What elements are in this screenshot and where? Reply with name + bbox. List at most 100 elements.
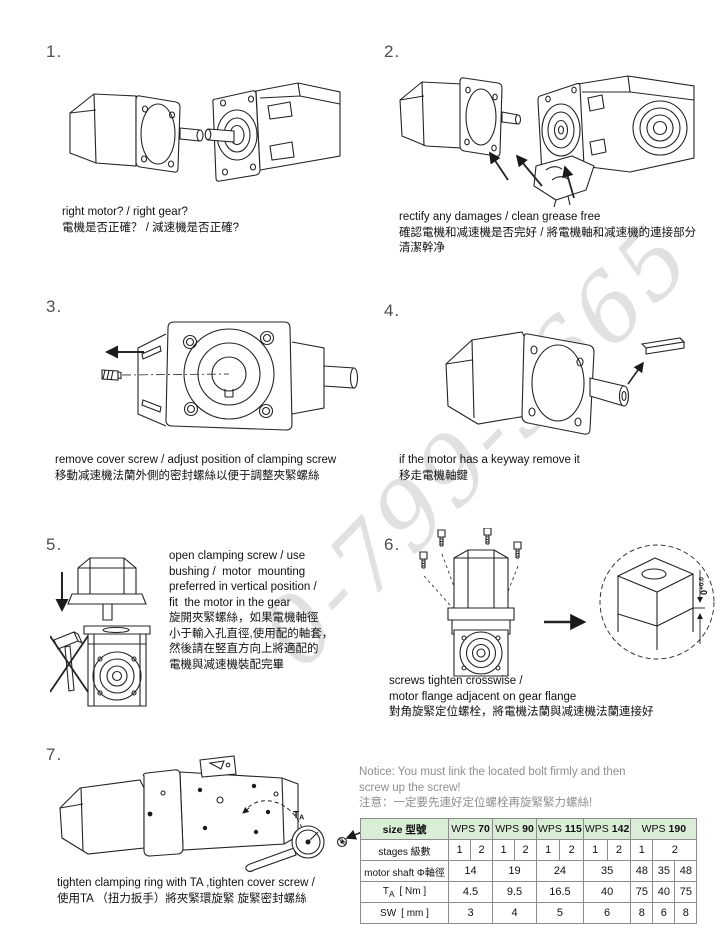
table-cell: 75 bbox=[630, 881, 654, 903]
gearbox-illustration bbox=[204, 82, 341, 182]
caption-line: right motor? / right gear? bbox=[62, 206, 188, 218]
torque-label: TA bbox=[293, 810, 304, 822]
table-cell: 4.5 bbox=[448, 881, 493, 903]
table-cell: 5 bbox=[536, 902, 584, 924]
mounting-screws bbox=[419, 528, 522, 615]
row-label: motor shaft Φ軸徑 bbox=[360, 860, 449, 882]
caption-line: 確認電機和减速機是否完好 / 將電機軸和减速機的連接部分 bbox=[399, 226, 697, 239]
notice-line: 注意：一定要先連好定位螺栓再旋緊緊力螺絲! bbox=[359, 797, 593, 809]
table-cell: 16.5 bbox=[536, 881, 584, 903]
caption-line: 移動减速機法蘭外側的密封螺絲以便于調整夾緊螺絲 bbox=[55, 469, 320, 482]
table-cell: 14 bbox=[448, 860, 493, 882]
table-cell: 48 bbox=[630, 860, 654, 882]
cleaning-hand-cloth bbox=[533, 155, 595, 208]
table-cell: 2 bbox=[559, 839, 584, 861]
table-cell: 40 bbox=[652, 881, 676, 903]
table-cell: 8 bbox=[630, 902, 654, 924]
step-4-illustration bbox=[445, 331, 686, 435]
motor-illustration bbox=[67, 557, 147, 621]
step-3-number: 3. bbox=[46, 297, 63, 316]
caption-line: motor flange adjacent on gear flange bbox=[389, 690, 577, 703]
right-angle-gearbox-illustration bbox=[537, 75, 695, 179]
torque-wrench: TA bbox=[242, 800, 325, 873]
arrow-icon bbox=[489, 151, 575, 199]
caption-line: bushing / motor mounting bbox=[169, 565, 306, 578]
step-1-caption: right motor? / right gear? 電機是否正確？ / 減速機… bbox=[62, 205, 239, 236]
caption-line: 小于輸入孔直徑,使用配的軸套， bbox=[169, 627, 334, 640]
arrow-icon bbox=[627, 361, 644, 385]
table-row-stages: stages 級數 1 2 1 2 1 2 1 2 1 2 bbox=[360, 839, 698, 861]
step-3-caption: remove cover screw / adjust position of … bbox=[55, 453, 336, 484]
caption-line: screws tighten crosswise / bbox=[389, 675, 523, 687]
vertical-assembly bbox=[447, 549, 515, 677]
table-cell: 3 bbox=[448, 902, 493, 924]
caption-line: 電機是否正確？ / 減速機是否正確? bbox=[62, 221, 239, 234]
table-cell: 19 bbox=[492, 860, 537, 882]
motor-illustration bbox=[69, 93, 204, 173]
caption-line: remove cover screw / adjust position of … bbox=[55, 454, 337, 466]
row-label: TA[ Nm ] bbox=[360, 881, 449, 903]
step-4-caption: if the motor has a keyway remove it 移走電機… bbox=[399, 453, 580, 484]
caption-line: tighten clamping ring with TA ,tighten c… bbox=[57, 877, 315, 889]
table-cell: 1 bbox=[630, 839, 654, 861]
table-row-sw: SW[ mm ] 3 4 5 6 8 6 8 bbox=[360, 902, 698, 924]
table-row-torque: TA[ Nm ] 4.5 9.5 16.5 40 75 40 75 bbox=[360, 881, 698, 903]
table-cell: 1 bbox=[492, 839, 515, 861]
step-4-number: 4. bbox=[384, 301, 401, 320]
step-5-number: 5. bbox=[46, 535, 63, 554]
cover-screw bbox=[101, 369, 230, 381]
table-cell: 2 bbox=[470, 839, 493, 861]
caption-line: 旋開夾緊螺絲，如果電機軸徑 bbox=[169, 612, 319, 624]
table-cell: 4 bbox=[492, 902, 537, 924]
table-cell: 2 bbox=[514, 839, 537, 861]
step-2-number: 2. bbox=[384, 42, 401, 61]
table-cell: 35 bbox=[652, 860, 676, 882]
step-6-number: 6. bbox=[384, 535, 401, 554]
step-1-illustration bbox=[69, 82, 341, 182]
row-label: SW[ mm ] bbox=[360, 902, 449, 924]
caption-line: 清潔幹净 bbox=[399, 242, 445, 254]
caption-line: 使用TA （扭力扳手）將夾緊環旋緊 旋緊密封螺絲 bbox=[57, 892, 307, 905]
caption-line: rectify any damages / clean grease free bbox=[399, 211, 601, 223]
row-label: stages 級數 bbox=[360, 839, 449, 861]
table-cell: 1 bbox=[448, 839, 471, 861]
table-cell: 2 bbox=[606, 839, 632, 861]
table-cell: 2 bbox=[652, 839, 698, 861]
gearbox-illustration bbox=[83, 625, 151, 707]
notice-line: screw up the screw! bbox=[359, 781, 461, 794]
step-6-caption: screws tighten crosswise / motor flange … bbox=[389, 674, 654, 721]
caption-line: 對角旋緊定位螺栓，將電機法蘭與减速機法蘭連接好 bbox=[389, 706, 654, 718]
caption-line: if the motor has a keyway remove it bbox=[399, 454, 580, 466]
table-cell: 9.5 bbox=[492, 881, 537, 903]
table-header-size: size 型號 bbox=[360, 818, 449, 840]
motor-illustration bbox=[445, 331, 630, 435]
table-cell: 1 bbox=[535, 839, 561, 861]
step-7-number: 7. bbox=[46, 745, 63, 764]
table-cell: 8 bbox=[674, 902, 698, 924]
table-cell: 40 bbox=[582, 881, 632, 903]
table-cell: 6 bbox=[652, 902, 676, 924]
notice-text: Notice: You must link the located bolt f… bbox=[359, 765, 626, 812]
step-5-caption: open clamping screw / use bushing / moto… bbox=[169, 549, 333, 673]
caption-line: fit the motor in the gear bbox=[169, 596, 291, 609]
caption-line: preferred in vertical position / bbox=[169, 581, 317, 593]
step-2-illustration bbox=[399, 75, 695, 208]
caption-line: 移走電機軸鍵 bbox=[399, 469, 468, 482]
caption-line: open clamping screw / use bbox=[169, 550, 306, 562]
table-cell: 6 bbox=[582, 902, 632, 924]
flange-detail-view: 0+0.0 bbox=[599, 544, 715, 660]
table-cell: 24 bbox=[536, 860, 584, 882]
step-7-illustration: TA bbox=[59, 755, 363, 873]
notice-line: Notice: You must link the located bolt f… bbox=[359, 766, 626, 778]
table-cell: 35 bbox=[582, 860, 632, 882]
motor-illustration bbox=[399, 77, 522, 157]
gearbox-front-illustration bbox=[137, 321, 359, 431]
